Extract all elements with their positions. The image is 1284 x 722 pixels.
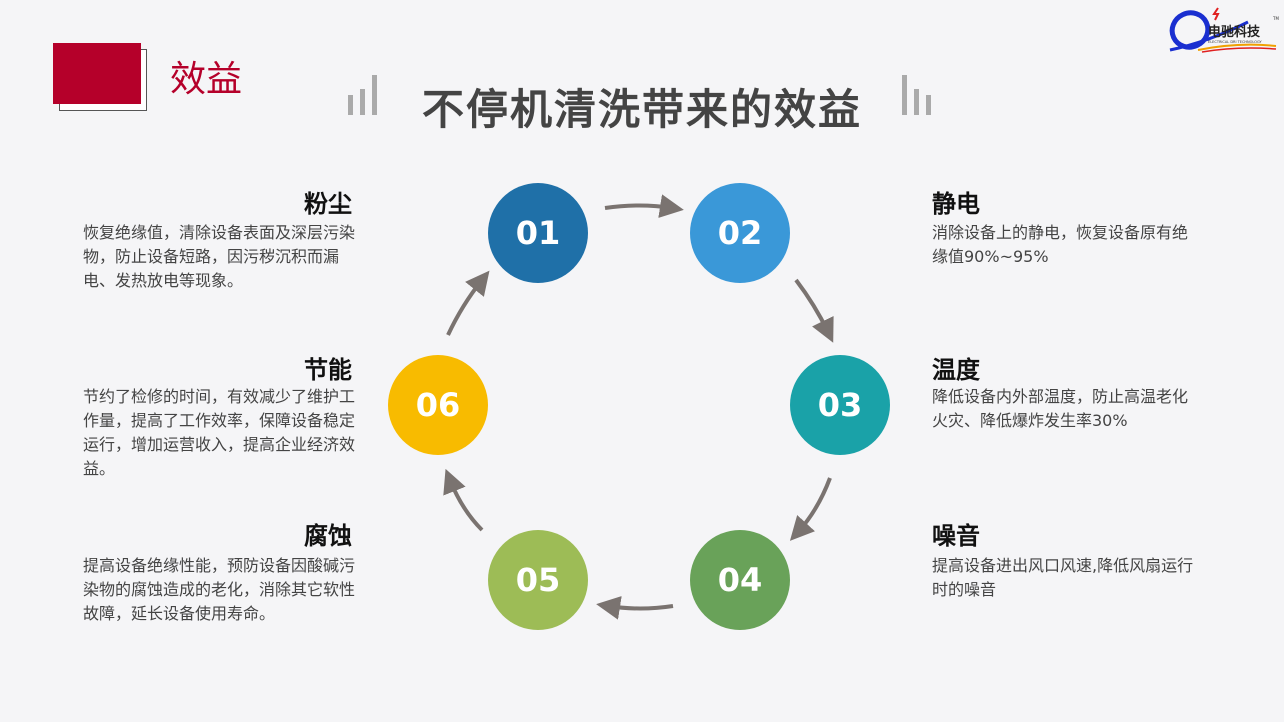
step-desc-05: 提高设备绝缘性能，预防设备因酸碱污染物的腐蚀造成的老化，消除其它软性故障，延长设… — [83, 556, 356, 623]
tag-red-box — [53, 43, 141, 104]
step-title-02: 静电 — [932, 190, 980, 218]
svg-text:ELECTRICAL DRI TECHNOLOGY: ELECTRICAL DRI TECHNOLOGY — [1208, 40, 1263, 44]
step-circle-01: 01 — [488, 183, 588, 283]
step-title-06: 节能 — [304, 356, 352, 384]
page-title: 不停机清洗带来的效益 — [421, 85, 862, 134]
step-title-03: 温度 — [932, 356, 980, 384]
step-desc-02: 消除设备上的静电，恢复设备原有绝缘值90%~95% — [932, 223, 1189, 266]
company-logo: 电驰科技 ELECTRICAL DRI TECHNOLOGY TM — [1168, 2, 1280, 56]
section-tag: 效益 — [170, 59, 243, 100]
arrow-02-03 — [794, 278, 834, 343]
step-circle-02: 02 — [690, 183, 790, 283]
step-circle-03: 03 — [790, 355, 890, 455]
step-title-01: 粉尘 — [304, 190, 352, 218]
arrow-03-04 — [789, 477, 832, 541]
title-bars-left — [348, 75, 388, 115]
step-title-04: 噪音 — [932, 522, 980, 550]
step-desc-03: 降低设备内外部温度，防止高温老化火灾、降低爆炸发生率30% — [932, 387, 1189, 430]
arrow-01-02 — [604, 194, 684, 219]
step-circle-05: 05 — [488, 530, 588, 630]
svg-text:电驰科技: 电驰科技 — [1208, 24, 1261, 40]
arrow-05-06 — [443, 468, 484, 532]
step-desc-04: 提高设备进出风口风速,降低风扇运行时的噪音 — [932, 556, 1194, 599]
step-desc-06: 节约了检修的时间，有效减少了维护工作量，提高了工作效率，保障设备稳定运行，增加运… — [83, 387, 356, 478]
arrow-06-01 — [446, 270, 490, 336]
step-circle-04: 04 — [690, 530, 790, 630]
step-circle-06: 06 — [388, 355, 488, 455]
title-bars-right — [902, 75, 942, 115]
svg-text:TM: TM — [1272, 16, 1279, 21]
arrow-04-05 — [596, 595, 674, 620]
step-title-05: 腐蚀 — [304, 522, 352, 550]
step-desc-01: 恢复绝缘值，清除设备表面及深层污染物，防止设备短路，因污秽沉积而漏电、发热放电等… — [83, 223, 356, 290]
